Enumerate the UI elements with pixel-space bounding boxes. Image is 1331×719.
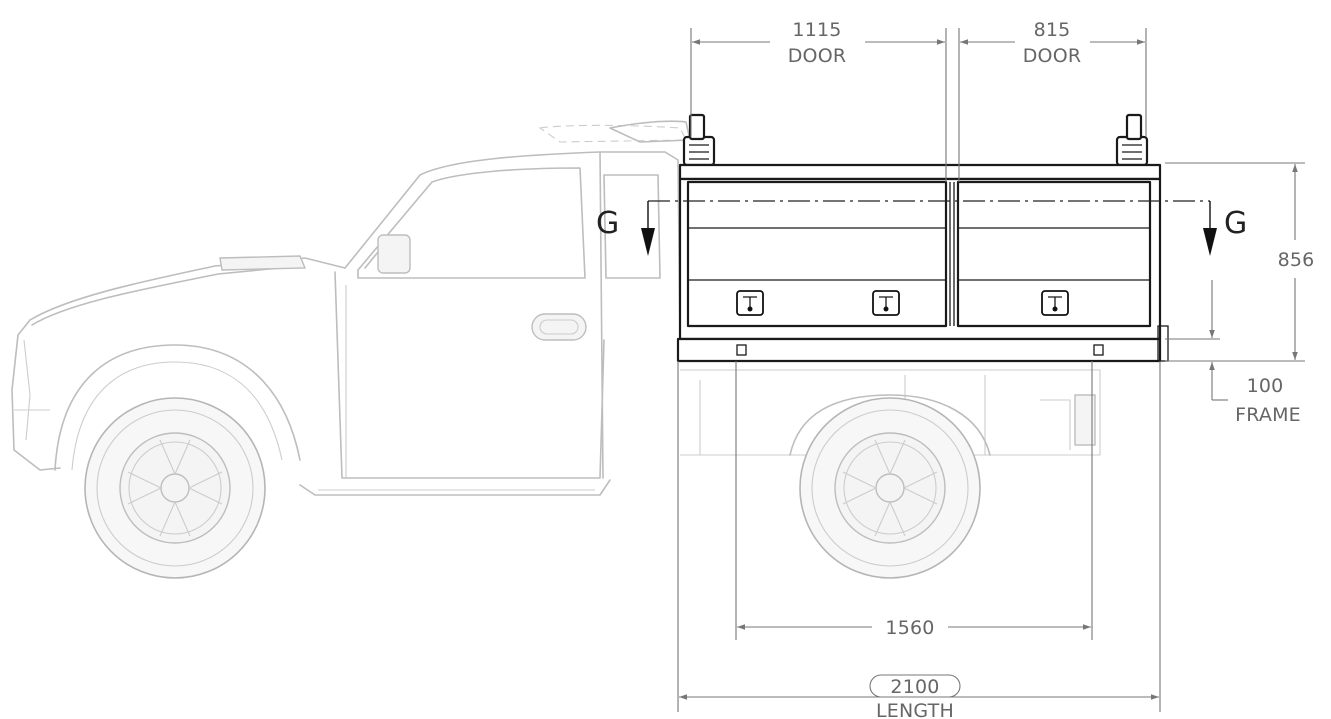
dimension-length-value: 2100 (890, 676, 939, 698)
dimension-door-left-value: 1115 (792, 19, 841, 41)
door-handle-1 (736, 290, 764, 316)
dimension-length-label: LENGTH (876, 700, 954, 719)
section-label-left: G (596, 206, 619, 241)
dimension-door-right-value: 815 (1034, 19, 1071, 41)
dimension-door-right-label: DOOR (1023, 45, 1082, 67)
dimension-length: 2100 LENGTH (679, 674, 1159, 719)
dimension-door-left: 1115 DOOR (692, 19, 945, 67)
dimension-height-value: 856 (1278, 249, 1315, 271)
section-line-g: G G (596, 200, 1247, 256)
dimension-frame: 100 FRAME (1209, 280, 1301, 426)
front-wheel (84, 397, 266, 579)
truck-outline (11, 120, 1101, 496)
dimension-door-right: 815 DOOR (960, 19, 1145, 67)
length-value-box (869, 674, 961, 698)
extension-lines (677, 28, 1305, 712)
service-canopy (676, 113, 1169, 363)
dimension-door-left-label: DOOR (788, 45, 847, 67)
dimension-frame-label: FRAME (1235, 404, 1301, 426)
section-label-right: G (1224, 206, 1247, 241)
door-handle-2 (872, 290, 900, 316)
rear-wheel (799, 397, 981, 579)
dimension-height: 856 (1278, 164, 1315, 360)
dimension-axle-span: 1560 (737, 617, 1091, 639)
door-handle-3 (1041, 290, 1069, 316)
dimension-axle-span-value: 1560 (885, 617, 934, 639)
dimension-frame-value: 100 (1247, 375, 1284, 397)
